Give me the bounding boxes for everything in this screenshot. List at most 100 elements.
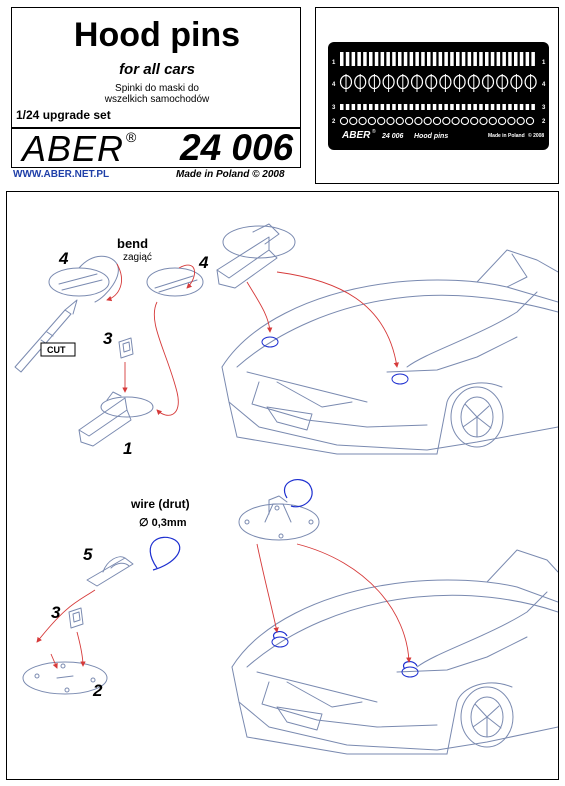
fret-pin-part	[444, 52, 448, 66]
fret-disc-part	[470, 116, 479, 126]
fret-registered: ®	[372, 128, 376, 135]
fret-label-right-1: 1	[542, 60, 546, 66]
fret-pin-part	[340, 52, 344, 66]
fret-disc-part	[377, 116, 386, 126]
fret-pin-part	[432, 52, 437, 66]
fret-clip-part	[508, 104, 512, 110]
arrow-bend-left	[106, 263, 122, 302]
cut-label: CUT	[47, 345, 66, 355]
wire-loop-lower	[149, 536, 181, 571]
fret-disc-part	[516, 116, 525, 126]
assembly-diagram: 4 4 3 1 5 3 2 bend zagiąć CUT wire (drut…	[14, 223, 559, 755]
fret-pin-part	[369, 52, 373, 66]
fret-clip-part	[380, 104, 385, 110]
fret-pin-part	[485, 52, 489, 66]
fret-clip-part	[340, 104, 344, 110]
fret-clip-part	[421, 104, 425, 110]
fret-pin-part	[398, 52, 402, 66]
fret-pin-part	[363, 52, 367, 66]
car-front-lower	[231, 549, 559, 755]
fret-clip-part	[496, 104, 501, 110]
fret-label-3: 3	[332, 105, 336, 111]
fret-clip-part	[409, 104, 414, 110]
fret-label-right-3: 3	[542, 105, 546, 111]
step-number-2: 2	[92, 681, 103, 700]
wire-label: wire (drut)	[130, 497, 190, 511]
fret-pin-part	[496, 52, 501, 66]
fret-clip-part	[514, 104, 518, 110]
arrow-to-hood-upper-right	[276, 271, 399, 368]
fret-pin-part	[525, 52, 530, 66]
fret-disc-part	[339, 116, 349, 126]
fret-disc-part	[367, 116, 377, 126]
arrow-plate-mark	[50, 653, 58, 669]
fret-row-2	[339, 116, 535, 126]
product-code: 24 006	[180, 127, 294, 168]
fret-pin-part	[508, 52, 512, 66]
brand-logo: ABER	[22, 128, 125, 169]
wire-loop-assembled	[284, 479, 313, 508]
fret-clip-part	[467, 104, 472, 110]
fret-clip-part	[444, 104, 448, 110]
polish-subtitle-line1: Spinki do maski do	[115, 83, 199, 94]
hobby-knife-icon	[14, 299, 78, 373]
fret-row-4	[339, 74, 537, 92]
fret-clip-part	[473, 104, 477, 110]
fret-clip-part	[369, 104, 373, 110]
fret-row-1	[340, 52, 535, 66]
bend-label: bend	[117, 236, 148, 251]
arrow-to-hood-lower-left	[256, 543, 279, 633]
fret-disc-part	[451, 116, 460, 126]
fret-clip-part	[386, 104, 390, 110]
pin-part-4-right	[216, 223, 296, 289]
bend-label-pl: zagiąć	[123, 252, 152, 263]
installed-pin-lower-left	[271, 636, 289, 648]
fret-pin-part	[415, 52, 419, 66]
fret-pin-part	[345, 52, 350, 66]
installed-pin-upper-left	[261, 336, 279, 348]
arrow-to-hood-upper-left	[246, 281, 273, 333]
fret-name: Hood pins	[414, 133, 448, 140]
step-number-1: 1	[123, 439, 132, 458]
fret-disc-part	[395, 116, 404, 126]
arrow-part5-down	[36, 589, 96, 643]
fret-row-3	[340, 104, 535, 110]
arrow-part4-to-1	[153, 301, 179, 416]
fret-clip-part	[519, 104, 524, 110]
fret-label-2: 2	[332, 119, 336, 125]
fret-clip-part	[479, 104, 483, 110]
fret-pin-part	[380, 52, 385, 66]
fret-pin-part	[514, 52, 518, 66]
fret-sheet	[328, 42, 549, 150]
arrow-bend-right	[178, 264, 195, 289]
fret-label-4: 4	[332, 82, 336, 88]
pin-part-5	[86, 556, 134, 587]
fret-pin-part	[427, 52, 431, 66]
fret-brand: ABER	[341, 130, 371, 141]
fret-clip-part	[450, 104, 454, 110]
fret-clip-part	[531, 104, 535, 110]
fret-clip-part	[427, 104, 431, 110]
fret-pin-part	[357, 52, 361, 66]
brand-panel: ABER ® 24 006	[11, 127, 301, 169]
website-link[interactable]: WWW.ABER.NET.PL	[13, 169, 110, 180]
fret-disc-part	[525, 116, 535, 126]
fret-disc-part	[358, 116, 367, 126]
fret-label-1: 1	[332, 60, 336, 66]
assembled-pin	[238, 495, 320, 541]
fret-clip-part	[392, 104, 396, 110]
fret-disc-part	[488, 116, 497, 126]
product-subtitle: for all cars	[119, 61, 195, 78]
fret-clip-part	[403, 104, 408, 110]
step-number-3-upper: 3	[103, 329, 113, 348]
fret-clip-part	[415, 104, 419, 110]
fret-disc-part	[497, 116, 507, 126]
fret-pin-part	[519, 52, 524, 66]
fret-clip-part	[374, 104, 379, 110]
title-panel: Hood pins for all cars Spinki do maski d…	[11, 7, 301, 128]
fret-clip-part	[432, 104, 437, 110]
pin-part-4-middle	[146, 267, 204, 297]
fret-clip-part	[502, 104, 506, 110]
fret-clip-part	[490, 104, 495, 110]
fret-clip-part	[357, 104, 361, 110]
